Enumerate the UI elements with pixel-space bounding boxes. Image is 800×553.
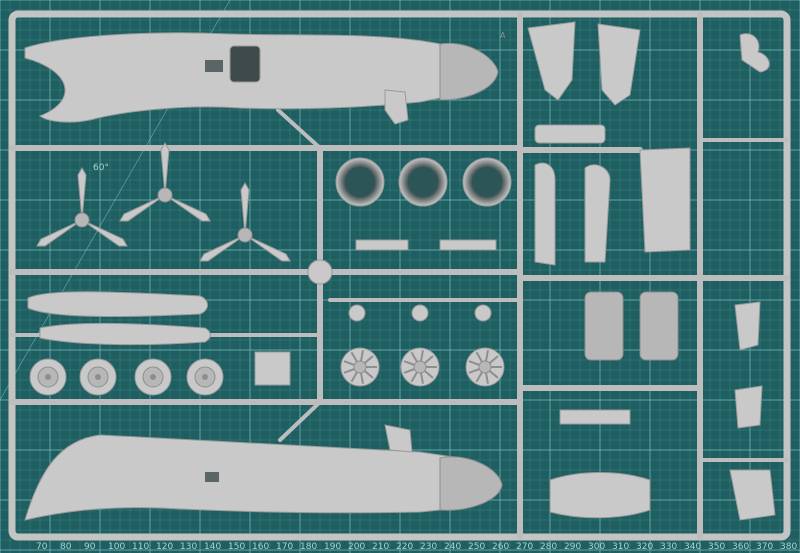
wheel bbox=[186, 358, 224, 396]
radial-engine bbox=[465, 347, 505, 387]
ruler-label: 340 bbox=[684, 542, 701, 552]
ruler-label: 150 bbox=[228, 542, 245, 552]
ruler-label: 320 bbox=[636, 542, 653, 552]
ruler-label: 250 bbox=[468, 542, 485, 552]
wheel bbox=[79, 358, 117, 396]
cowling-ring bbox=[335, 157, 385, 207]
ruler-label: 370 bbox=[756, 542, 773, 552]
cowling-ring bbox=[462, 157, 512, 207]
ruler-label: 180 bbox=[300, 542, 317, 552]
ruler-label: 140 bbox=[204, 542, 221, 552]
ruler-label: 220 bbox=[396, 542, 413, 552]
ruler-label: 360 bbox=[732, 542, 749, 552]
wheel bbox=[134, 358, 172, 396]
ruler-label: 350 bbox=[708, 542, 725, 552]
propeller bbox=[36, 166, 128, 247]
fuselage-half-bottom bbox=[24, 424, 503, 521]
ruler-label: 230 bbox=[420, 542, 437, 552]
ruler-label: 210 bbox=[372, 542, 389, 552]
ruler-label: 160 bbox=[252, 542, 269, 552]
mat-ruler: 70 80 90 100 110 120 130 140 150 160 170 180 190 200 2… bbox=[36, 542, 797, 552]
ruler-label: 170 bbox=[276, 542, 293, 552]
molded-sprue-letter: A bbox=[500, 31, 506, 40]
ruler-label: 90 bbox=[84, 542, 96, 552]
propeller bbox=[199, 181, 291, 262]
small-detail-parts bbox=[254, 33, 770, 429]
landing-wheels bbox=[29, 358, 224, 396]
ruler-label: 120 bbox=[156, 542, 173, 552]
ruler-label: 280 bbox=[540, 542, 557, 552]
ruler-label: 100 bbox=[108, 542, 125, 552]
fuselage-half-top bbox=[24, 32, 499, 125]
engine-cowlings bbox=[335, 157, 512, 207]
wheel bbox=[29, 358, 67, 396]
ruler-label: 300 bbox=[588, 542, 605, 552]
ruler-label: 190 bbox=[324, 542, 341, 552]
canopy-parts bbox=[527, 21, 641, 106]
propeller bbox=[119, 141, 211, 222]
ruler-label: 200 bbox=[348, 542, 365, 552]
ruler-label: 310 bbox=[612, 542, 629, 552]
ruler-label: 270 bbox=[516, 542, 533, 552]
propeller-parts bbox=[36, 141, 291, 262]
radial-engines bbox=[340, 347, 505, 387]
ruler-label: 80 bbox=[60, 542, 72, 552]
ruler-label: 130 bbox=[180, 542, 197, 552]
drop-tank-parts bbox=[27, 291, 211, 346]
ruler-label: 70 bbox=[36, 542, 48, 552]
cockpit-floor-parts bbox=[534, 147, 776, 521]
cowling-ring bbox=[398, 157, 448, 207]
radial-engine bbox=[400, 347, 440, 387]
ruler-label: 260 bbox=[492, 542, 509, 552]
ruler-label: 380 bbox=[780, 542, 797, 552]
angle-marking: 60° bbox=[93, 163, 109, 173]
radial-engine bbox=[340, 347, 380, 387]
ruler-label: 290 bbox=[564, 542, 581, 552]
ruler-label: 240 bbox=[444, 542, 461, 552]
ruler-label: 110 bbox=[132, 542, 149, 552]
ruler-label: 330 bbox=[660, 542, 677, 552]
